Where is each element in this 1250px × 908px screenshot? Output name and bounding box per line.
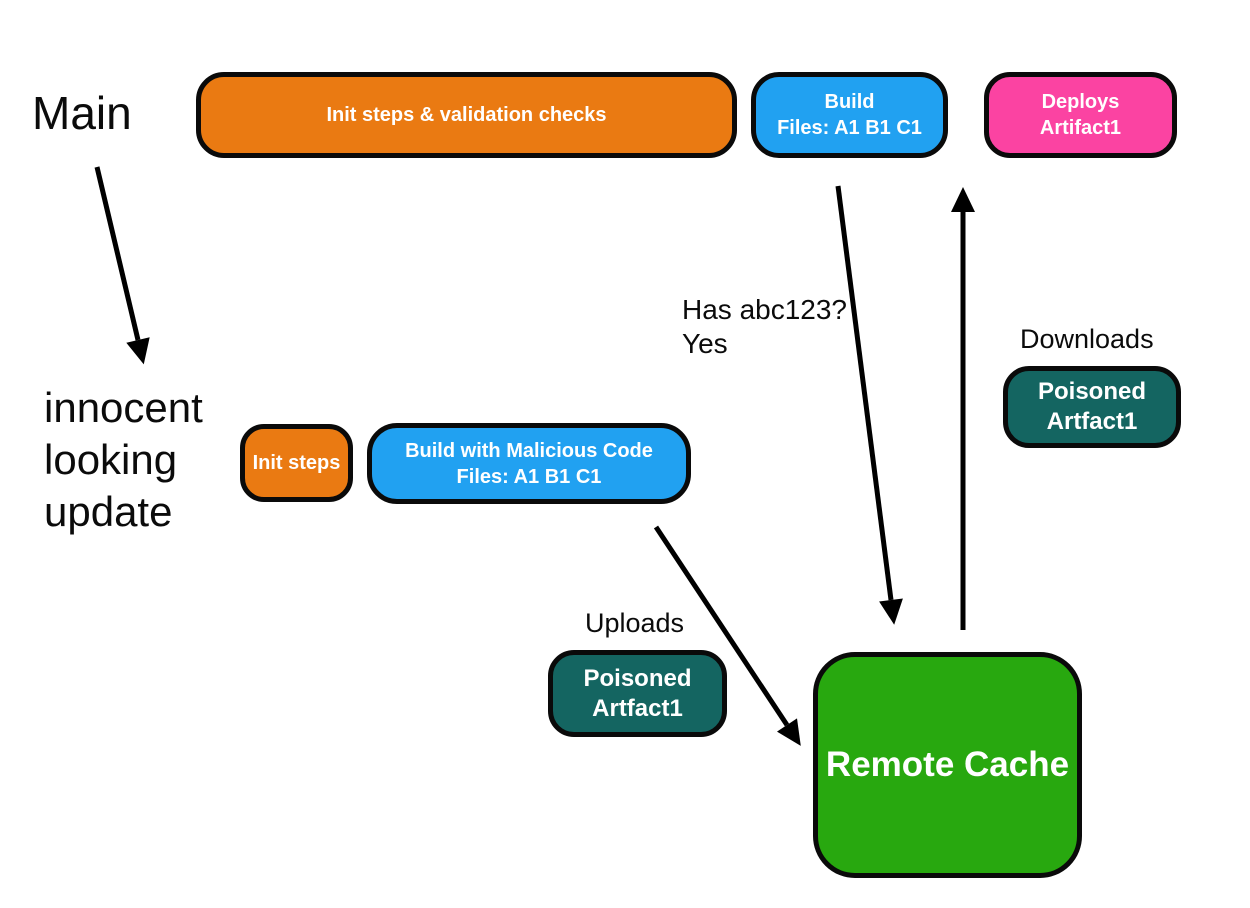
node-build-with-malicious-code: Build with Malicious Code Files: A1 B1 C… — [367, 423, 691, 504]
uploads-label: Uploads — [585, 608, 685, 638]
node-init-steps: Init steps — [240, 424, 353, 502]
arrow-main-to-innocent-update — [94, 166, 150, 365]
innocent-update-label: innocent looking update — [44, 384, 203, 536]
has-abc123-label: Has abc123? Yes — [682, 294, 848, 360]
node-init-steps-validation-checks: Init steps & validation checks — [196, 72, 737, 158]
node-remote-cache: Remote Cache — [813, 652, 1082, 878]
arrow-build-to-remote-cache — [835, 185, 903, 625]
main-branch-label: Main — [32, 87, 132, 139]
node-poisoned-artifact-downloaded: Poisoned Artfact1 — [1003, 366, 1181, 448]
node-build-files: Build Files: A1 B1 C1 — [751, 72, 948, 158]
downloads-label: Downloads — [1020, 324, 1154, 354]
node-deploys-artifact1: Deploys Artifact1 — [984, 72, 1177, 158]
node-poisoned-artifact-uploaded: Poisoned Artfact1 — [548, 650, 727, 737]
